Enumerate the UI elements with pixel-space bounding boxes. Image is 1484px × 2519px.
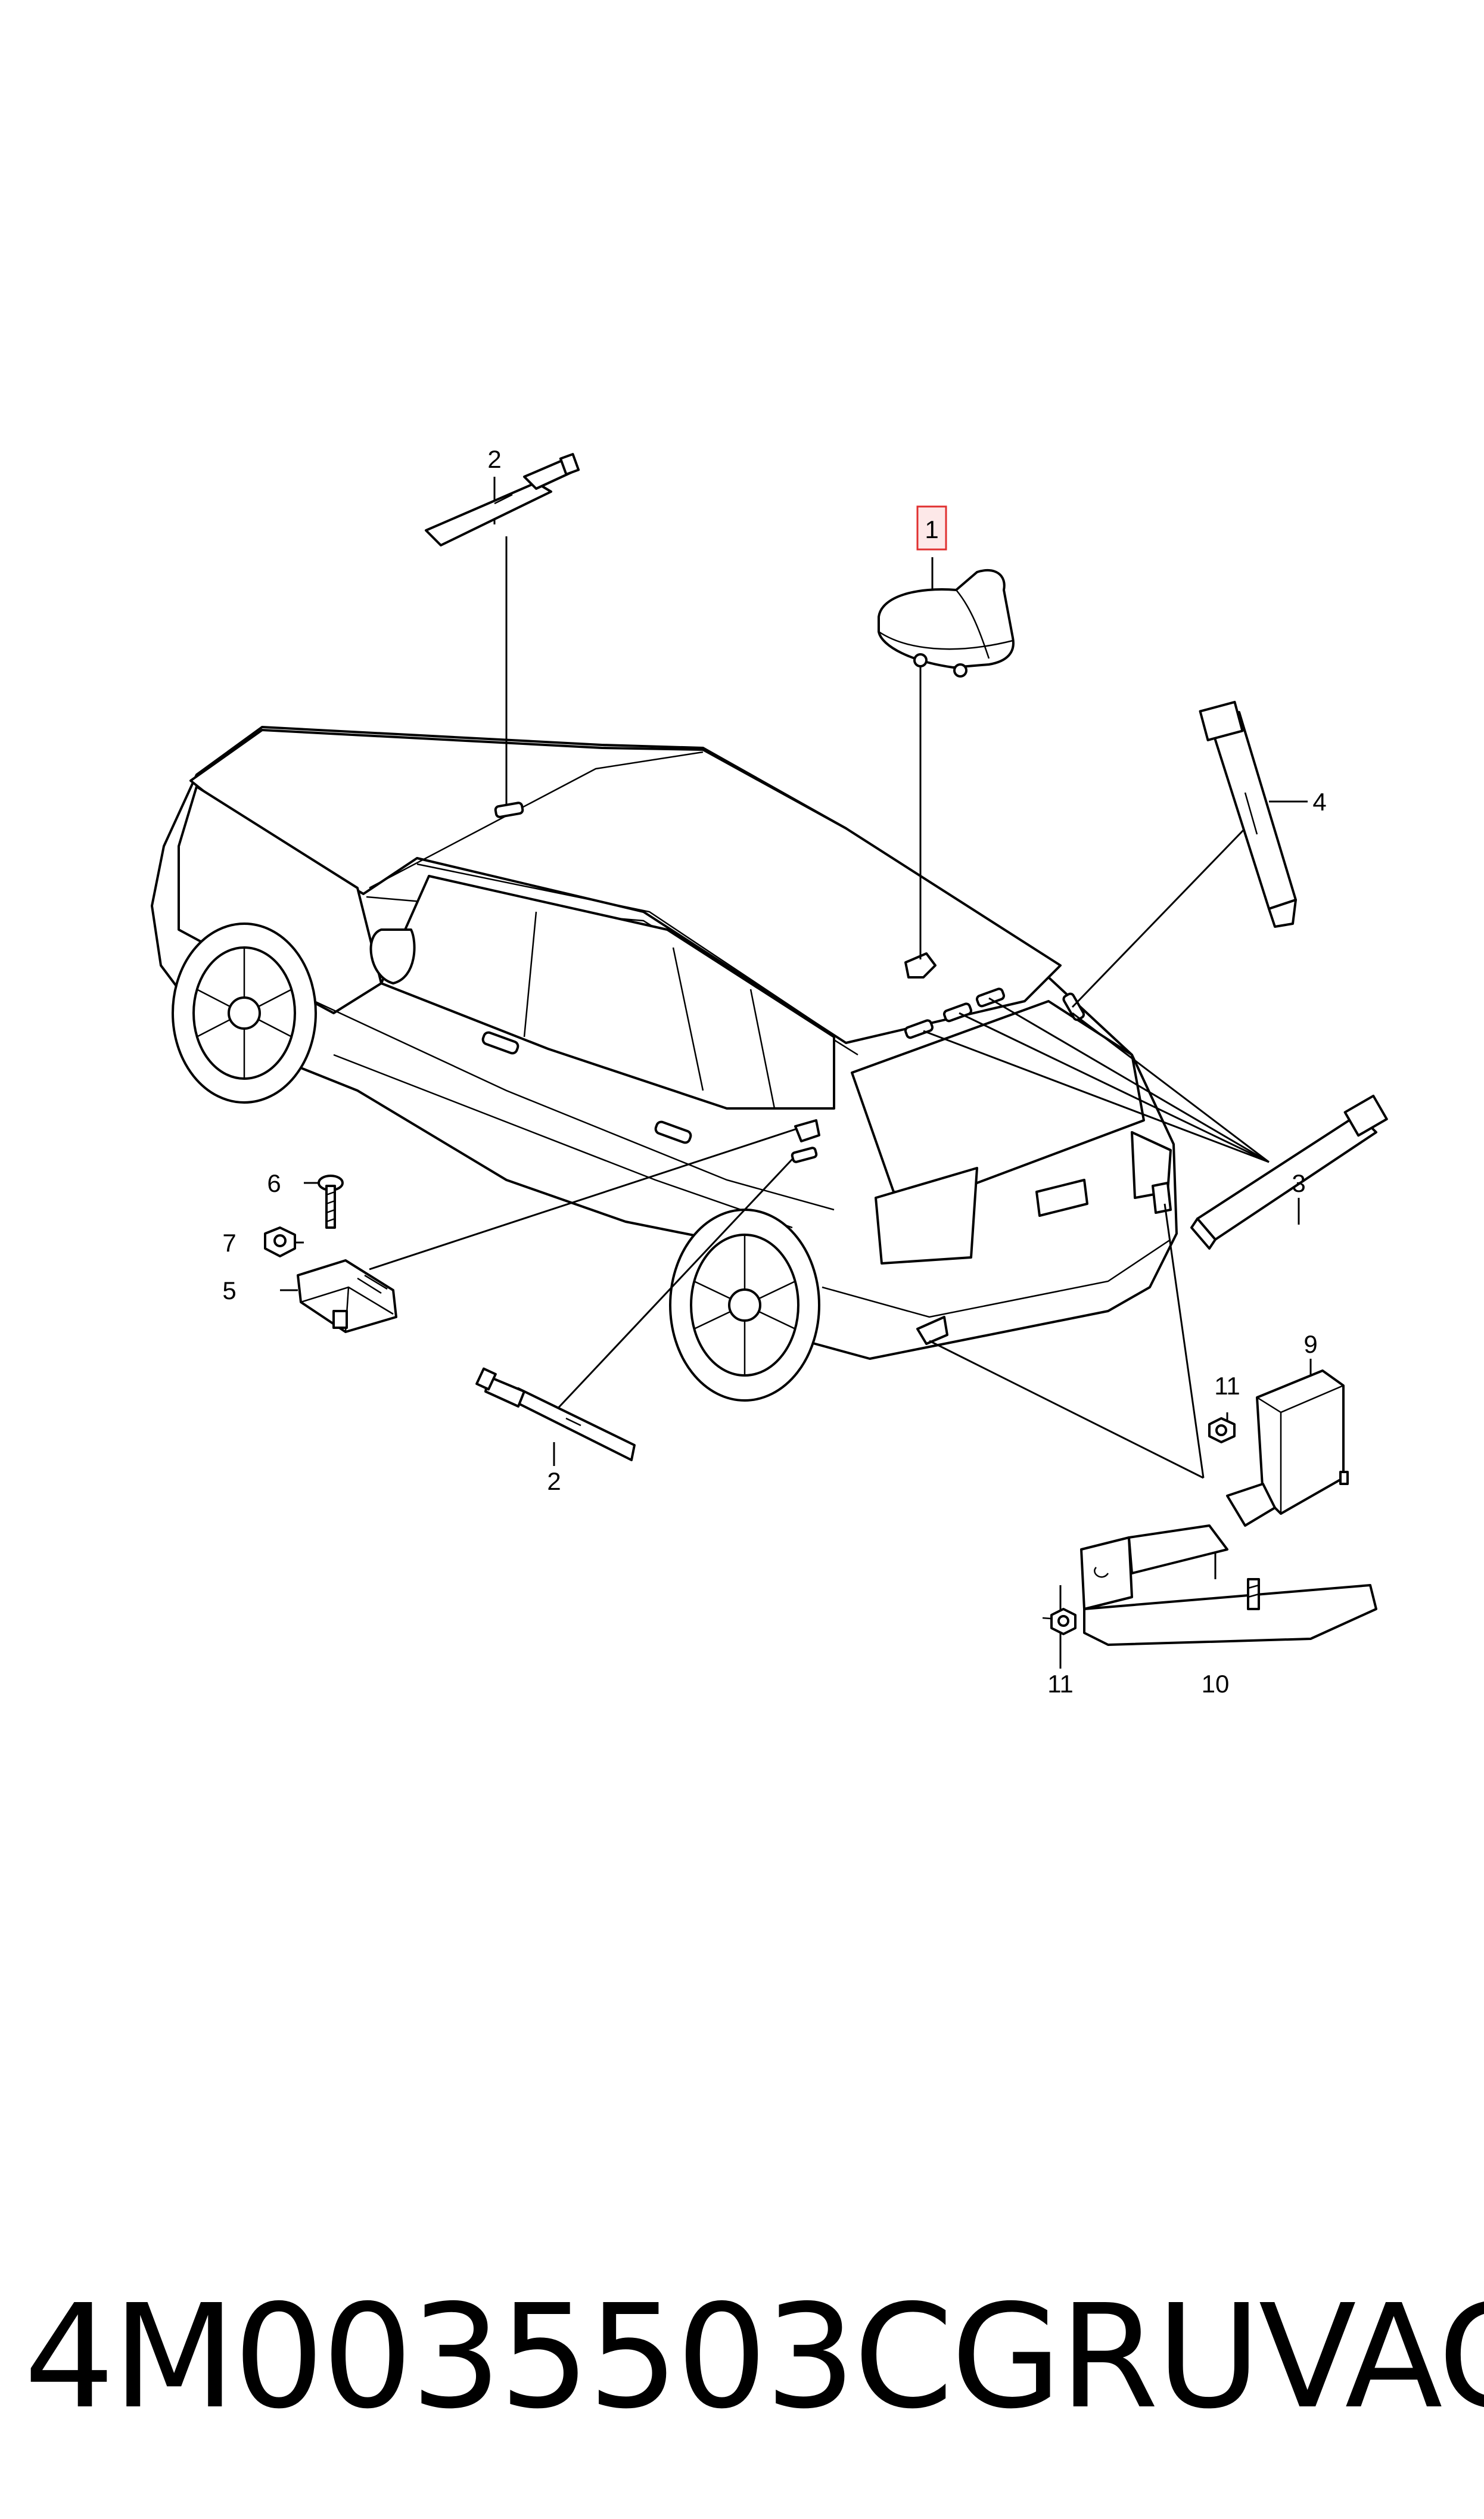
antenna-module-top[interactable] — [425, 453, 580, 546]
antenna-module-bottom[interactable] — [475, 1367, 636, 1461]
callout-labels: 1 2 4 3 6 7 5 2 9 11 11 10 — [222, 445, 1326, 1698]
nut-part-11-bottom[interactable] — [1050, 1608, 1077, 1635]
brand-label: VAG — [1258, 2273, 1484, 2440]
callout-11-top[interactable]: 11 — [1214, 1372, 1240, 1400]
mounting-marks — [494, 802, 1172, 1345]
callout-11-bottom[interactable]: 11 — [1047, 1670, 1074, 1698]
callout-5[interactable]: 5 — [222, 1276, 236, 1304]
callout-1-highlight-box — [916, 505, 947, 551]
antenna-module-3[interactable] — [1190, 1094, 1388, 1250]
callout-9[interactable]: 9 — [1303, 1330, 1317, 1358]
bracket-part-5[interactable] — [297, 1259, 397, 1333]
bracket-part-10[interactable] — [1042, 1483, 1377, 1646]
callout-4[interactable]: 4 — [1312, 788, 1326, 816]
callout-3[interactable]: 3 — [1292, 1169, 1305, 1197]
antenna-module-4[interactable] — [1199, 701, 1297, 928]
footer: 4M0035503CGRU VAG — [24, 2259, 1484, 2455]
nut-part-11-top[interactable] — [1208, 1417, 1236, 1443]
callout-2-bottom[interactable]: 2 — [547, 1467, 561, 1495]
control-unit-part-9[interactable] — [1256, 1369, 1349, 1515]
callout-10[interactable]: 10 — [1202, 1670, 1230, 1698]
callout-7[interactable]: 7 — [222, 1229, 236, 1257]
callout-1[interactable]: 1 — [925, 515, 938, 543]
roof-antenna-part[interactable] — [878, 569, 1015, 678]
part-number: 4M0035503CGRU — [24, 2273, 1261, 2440]
screw-part-6[interactable] — [318, 1175, 344, 1229]
nut-part-7[interactable] — [264, 1226, 296, 1257]
callout-2-top[interactable]: 2 — [487, 445, 501, 473]
callout-6[interactable]: 6 — [267, 1169, 281, 1197]
